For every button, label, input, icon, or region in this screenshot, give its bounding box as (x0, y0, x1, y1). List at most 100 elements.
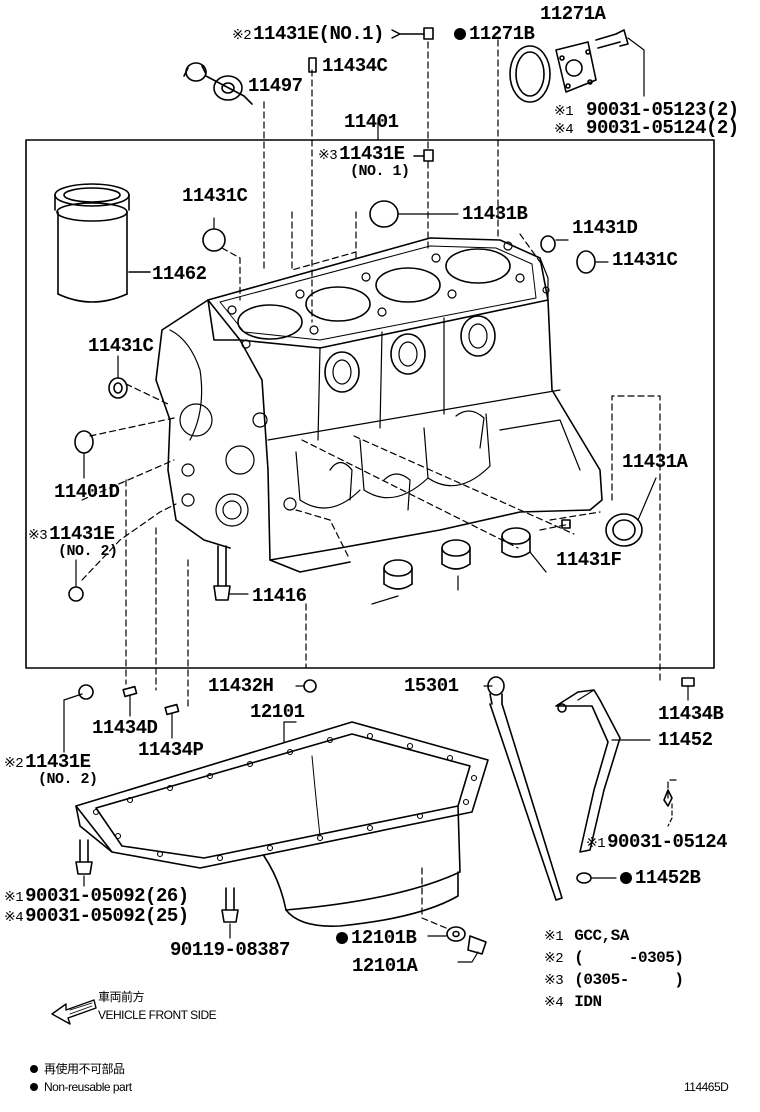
label-text: 90031-05123(2) (586, 99, 739, 121)
label-text: 90031-05124(2) (586, 117, 739, 139)
label-11431E-no2-bot-sub: (NO. 2) (38, 771, 98, 788)
label-11434P: 11434P (138, 739, 204, 761)
label-11271B: 11271B (454, 23, 535, 45)
pin-11434D (122, 685, 138, 698)
plug-11431E-no2-mid (68, 586, 84, 602)
label-11452: 11452 (658, 729, 713, 751)
gasket-11271B (509, 45, 551, 103)
mark-1: ※1 (4, 890, 24, 906)
dipstick-guide-11452 (555, 689, 651, 853)
label-11434B: 11434B (658, 703, 724, 725)
label-text: 11431E (25, 751, 91, 773)
drain-plug-12101A (457, 935, 487, 963)
oil-pan-12101 (75, 721, 489, 927)
label-11431C-c: 11431C (88, 335, 154, 357)
note-4: ※4 IDN (544, 992, 602, 1013)
cover-11271A (555, 41, 597, 93)
assembly-frame (25, 139, 715, 669)
mark-3: ※3 (318, 148, 338, 164)
label-text: 90031-05124 (607, 831, 728, 853)
label-11431E-no2-mid-sub: (NO. 2) (58, 543, 118, 560)
note-text: GCC,SA (574, 927, 629, 945)
label-text: 11431E (49, 523, 115, 545)
plug-11431E-mid (423, 149, 434, 162)
front-side-jp: 車両前方 (98, 990, 145, 1004)
note-mark: ※4 (544, 995, 564, 1011)
rear-seal-11431A (605, 477, 657, 547)
note-text: (0305- ) (574, 971, 684, 989)
front-arrow-icon (51, 999, 97, 1025)
cylinder-liner-11462 (54, 183, 151, 303)
plug-11431D (540, 235, 556, 253)
note-2: ※2 ( -0305) (544, 948, 684, 969)
label-11434C: 11434C (322, 55, 388, 77)
plug-11432H (303, 679, 317, 693)
diagram-id: 114465D (684, 1080, 729, 1094)
label-12101: 12101 (250, 701, 305, 723)
note-3: ※3 (0305- ) (544, 970, 684, 991)
label-90031-05124-2: ※4 90031-05124(2) (554, 118, 739, 140)
label-11434D: 11434D (92, 717, 158, 739)
gasket-12101B (446, 926, 466, 942)
pin-11431F (561, 519, 571, 529)
label-11432H: 11432H (208, 675, 274, 697)
bolt-90031-05092 (75, 839, 93, 887)
pin-11434C (308, 57, 317, 73)
plug-11431C-b (576, 250, 596, 274)
label-text: 90031-05092(26) (25, 885, 189, 907)
label-15301: 15301 (404, 675, 459, 697)
label-text: 11431E(NO.1) (253, 23, 384, 45)
label-11431F: 11431F (556, 549, 622, 571)
bolt-90031-05123 (595, 29, 629, 49)
mark-3: ※3 (28, 528, 48, 544)
label-11401D: 11401D (54, 481, 120, 503)
label-text: 90031-05092(25) (25, 905, 189, 927)
mark-2: ※2 (4, 756, 24, 772)
mark-4: ※4 (554, 122, 574, 138)
legend-en: Non-reusable part (30, 1080, 132, 1094)
label-12101A: 12101A (352, 955, 418, 977)
plug-11431C-a (202, 228, 226, 252)
label-text: 12101B (351, 927, 417, 949)
label-11271A: 11271A (540, 3, 606, 25)
legend-jp: 再使用不可部品 (30, 1062, 125, 1076)
label-text: 11271B (469, 23, 535, 45)
non-reusable-dot-icon (336, 932, 348, 944)
note-mark: ※3 (544, 973, 564, 989)
bearing-11811 (371, 559, 413, 605)
note-text: IDN (574, 993, 602, 1011)
label-text: 11452B (635, 867, 701, 889)
label-11462: 11462 (152, 263, 207, 285)
label-12101B: 12101B (336, 927, 417, 949)
plug-11431E-no2-bot (78, 684, 94, 700)
plug-11431C-c (108, 377, 128, 399)
bolt-90031-05124 (663, 789, 673, 807)
oil-jet-11497 (183, 62, 253, 105)
label-11431E-no1-mid-sub: (NO. 1) (350, 163, 410, 180)
label-11431B: 11431B (462, 203, 528, 225)
label-11431A: 11431A (622, 451, 688, 473)
mark-1: ※1 (586, 836, 606, 852)
label-11431C-b: 11431C (612, 249, 678, 271)
non-reusable-dot-icon (620, 872, 632, 884)
note-mark: ※1 (544, 929, 564, 945)
label-90031-05123: ※1 90031-05123(2) (554, 100, 739, 122)
pin-11434B (681, 677, 695, 687)
mark-2: ※2 (232, 28, 252, 44)
label-11497: 11497 (248, 75, 303, 97)
label-11431D: 11431D (572, 217, 638, 239)
front-side-en: VEHICLE FRONT SIDE (98, 1008, 217, 1022)
label-11431C-a: 11431C (182, 185, 248, 207)
bolt-90119-08387 (221, 887, 239, 939)
non-reusable-dot-icon (454, 28, 466, 40)
bearing-11821 (441, 539, 471, 591)
stud-11416 (213, 545, 249, 601)
dipstick-15301 (483, 676, 563, 901)
